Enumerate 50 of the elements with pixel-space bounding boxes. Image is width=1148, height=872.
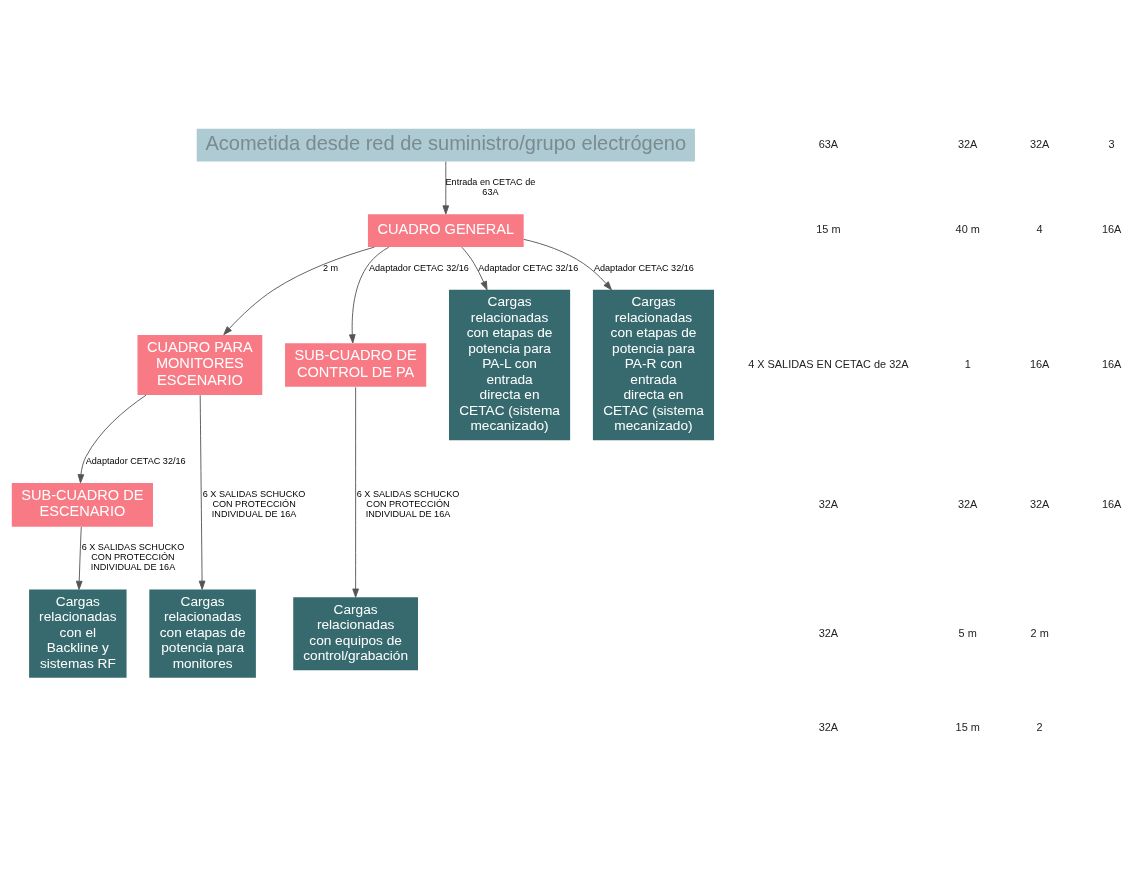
node-box: CUADRO GENERAL [367,213,524,247]
edge-label: Entrada en CETAC de 63A [445,176,536,197]
arrow [352,386,359,598]
edge-label: Adaptador CETAC 32/16 [478,262,579,273]
label: 16A [1101,357,1122,370]
label: 32A [958,137,978,150]
node-box: SUB-CUADRO DE ESCENARIO [11,482,153,527]
node-box: Acometida desde red de suministro/grupo electrógeno [196,128,695,161]
label: 2 m [1030,626,1049,639]
label: 1 [964,357,971,370]
node-box: Cargas relacionadas con equipos de control/grabación [293,596,418,670]
label: 32A [818,626,839,639]
label: 32A [1029,497,1050,510]
label: 16A [1101,222,1122,235]
edge-label: Adaptador CETAC 32/16 [85,455,186,466]
label: 2 [1036,720,1043,733]
label: 16A [1101,497,1122,510]
edge-label: Adaptador CETAC 32/16 [593,262,694,273]
label: 15 m [955,720,980,733]
node-box: Cargas relacionadas con etapas de potencia para PA-L con entrada directa en CETAC (sistema mecanizado) [449,289,571,440]
arrow [198,394,206,590]
edge-label: 6 X SALIDAS SCHUCKO CON PROTECCIÓN INDIVIDUAL DE 16A [202,488,306,519]
arrow [349,246,390,343]
node-box: Cargas relacionadas con etapas de potencia para PA-R con entrada directa en CETAC (sistema mecanizado) [592,289,715,440]
label: 32A [958,497,978,510]
arrow [461,246,488,290]
arrow [77,394,147,483]
edge-label: Adaptador CETAC 32/16 [368,262,469,273]
label: 63A [818,137,839,150]
node-box: SUB-CUADRO DE CONTROL DE PA [285,342,427,387]
edge-label: 2 m [323,262,339,273]
node-box: CUADRO PARA MONITORES ESCENARIO [137,334,263,395]
arrow [523,238,612,290]
label: 40 m [955,222,980,235]
label: 5 m [958,626,977,639]
label: 3 [1108,137,1115,150]
label: 32A [818,497,839,510]
edge-label: 6 X SALIDAS SCHUCKO CON PROTECCIÓN INDIVIDUAL DE 16A [356,488,460,519]
label: 32A [818,720,839,733]
arrow [75,526,83,590]
node-box: Cargas relacionadas con etapas de potencia para monitores [149,589,256,678]
arrow [223,246,375,335]
label: 16A [1029,357,1050,370]
label: 32A [1029,137,1050,150]
arrow [442,160,450,214]
label: 15 m [816,222,841,235]
edge-label: 6 X SALIDAS SCHUCKO CON PROTECCIÓN INDIVIDUAL DE 16A [81,541,185,572]
label: 4 [1036,222,1043,235]
label: 4 X SALIDAS EN CETAC de 32A [748,357,909,370]
node-box: Cargas relacionadas con el Backline y sistemas RF [29,589,127,678]
